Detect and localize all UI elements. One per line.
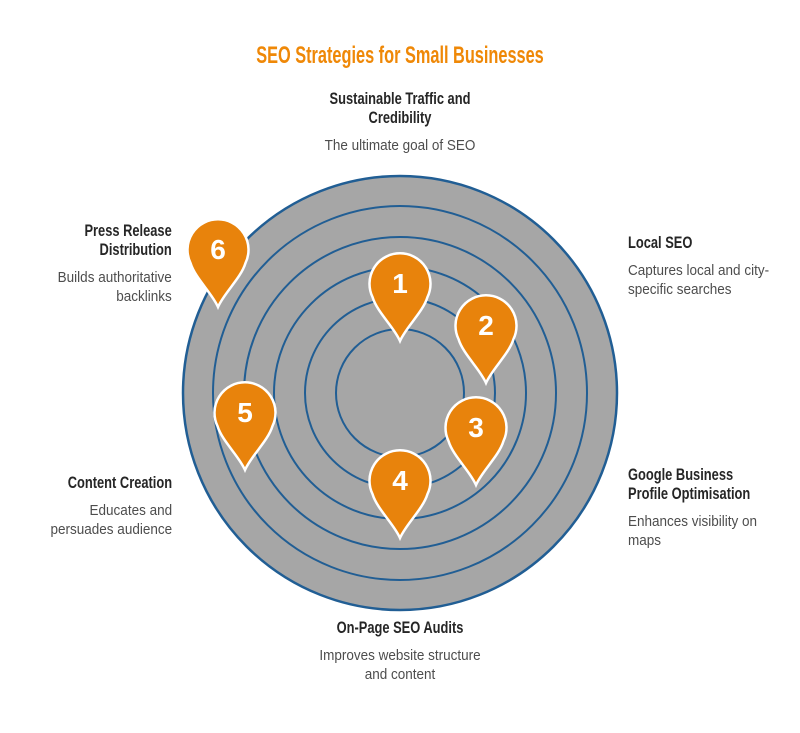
label-description: Educates and persuades audience <box>50 502 172 538</box>
outer-ring <box>181 174 619 612</box>
label-heading: Content Creation <box>67 474 172 492</box>
label-description: Builds authoritative backlinks <box>57 269 172 305</box>
map-pin-marker-3: 3 <box>444 396 508 489</box>
pin-number: 2 <box>478 310 494 341</box>
map-pin-marker-4: 4 <box>368 449 432 542</box>
inner-ring-1 <box>212 205 588 581</box>
map-pin-marker-6: 6 <box>186 218 250 311</box>
pin-shape <box>454 294 518 387</box>
pin-shape <box>368 252 432 345</box>
label-sustainable-traffic: Sustainable Traffic and Credibility The … <box>310 90 491 155</box>
pin-number: 4 <box>392 465 408 496</box>
map-pin-marker-2: 2 <box>454 294 518 387</box>
label-description: Captures local and city- specific search… <box>628 262 770 298</box>
pin-number: 5 <box>237 397 253 428</box>
map-pin-marker-5: 5 <box>213 381 277 474</box>
label-description: The ultimate goal of SEO <box>324 137 476 154</box>
label-description: Enhances visibility on maps <box>628 513 758 549</box>
label-heading: Sustainable Traffic and Credibility <box>329 90 471 127</box>
label-on-page-seo-audits: On-Page SEO Audits Improves website stru… <box>310 619 489 684</box>
pin-shape <box>368 449 432 542</box>
pin-number: 6 <box>210 234 226 265</box>
label-local-seo: Local SEO Captures local and city- speci… <box>628 234 785 299</box>
pin-number: 3 <box>468 412 484 443</box>
page-title: SEO Strategies for Small Businesses <box>189 42 612 70</box>
label-description: Improves website structure and content <box>319 647 481 683</box>
page-title-text: SEO Strategies for Small Businesses <box>256 42 544 69</box>
label-heading: On-Page SEO Audits <box>336 619 464 637</box>
label-heading: Local SEO <box>628 234 693 252</box>
pin-number: 1 <box>392 268 408 299</box>
label-heading: Google Business Profile Optimisation <box>628 466 751 503</box>
label-heading: Press Release Distribution <box>84 222 172 259</box>
map-pin-marker-1: 1 <box>368 252 432 345</box>
label-google-business-profile: Google Business Profile Optimisation Enh… <box>628 466 785 550</box>
pin-shape <box>213 381 277 474</box>
label-content-creation: Content Creation Educates and persuades … <box>37 474 172 539</box>
label-press-release-distribution: Press Release Distribution Builds author… <box>45 222 172 306</box>
pin-shape <box>186 218 250 311</box>
pin-shape <box>444 396 508 489</box>
